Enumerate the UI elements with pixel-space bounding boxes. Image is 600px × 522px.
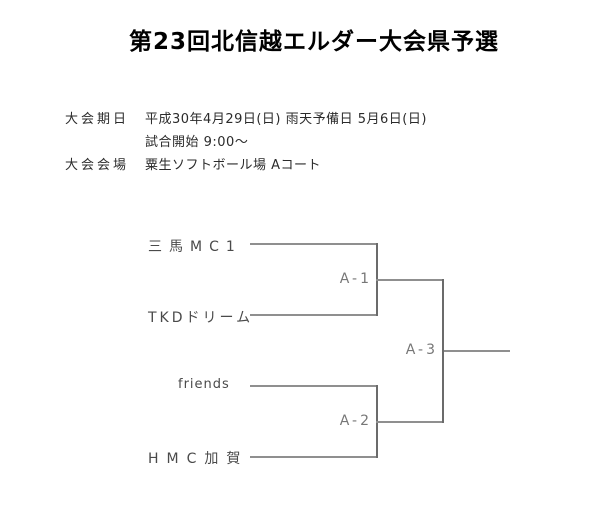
bracket-line-team3	[250, 385, 377, 387]
start-time-value: 試合開始 9:00～	[145, 135, 249, 150]
team-name-tkd-dream: TKDドリーム	[148, 310, 254, 326]
event-date-value: 平成30年4月29日(日) 雨天予備日 5月6日(日)	[145, 112, 427, 127]
bracket-line-team4	[250, 456, 377, 458]
venue-label: 大会会場	[65, 158, 130, 173]
match-label-a2: A-2	[339, 413, 372, 429]
match-label-a1: A-1	[339, 271, 372, 287]
bracket-line-final-winner	[444, 350, 510, 352]
team-name-hmc-kaga: HMC加賀	[148, 451, 249, 467]
event-date-label: 大会期日	[65, 112, 130, 127]
bracket-line-team2	[250, 314, 377, 316]
venue-value: 粟生ソフトボール場 Aコート	[145, 158, 322, 173]
match-label-a3: A-3	[405, 342, 438, 358]
bracket-line-match1-winner	[376, 279, 444, 281]
team-name-sanma-mc1: 三馬MC1	[148, 239, 242, 255]
page-title: 第23回北信越エルダー大会県予選	[128, 29, 499, 55]
bracket-line-team1	[250, 243, 377, 245]
bracket-connector-final	[442, 279, 444, 423]
bracket-line-match2-winner	[376, 421, 444, 423]
team-name-friends: friends	[178, 377, 230, 392]
